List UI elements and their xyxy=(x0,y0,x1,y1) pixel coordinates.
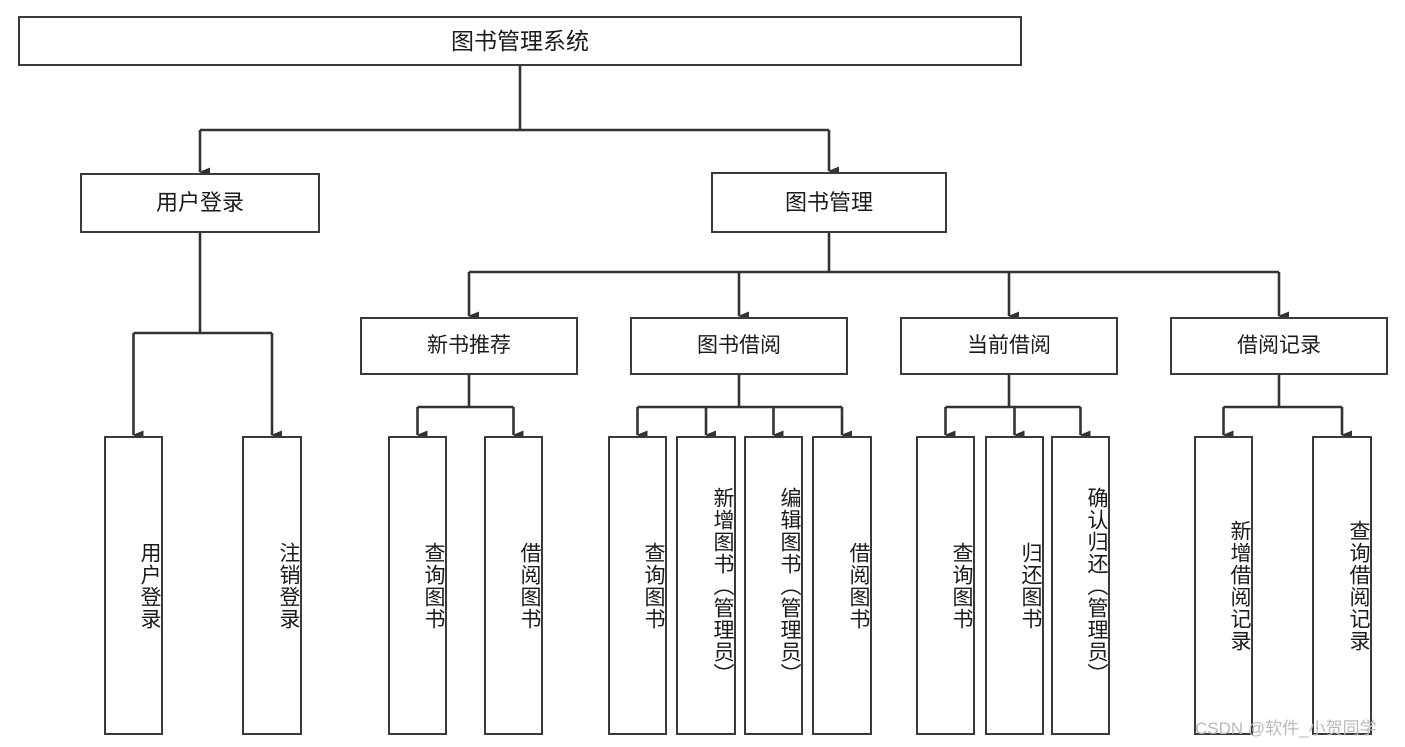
node-new-book-rec-label: 新书推荐 xyxy=(427,333,511,357)
node-leaf-query-book-1-label: 查询图书 xyxy=(422,541,445,630)
node-leaf-borrow-book-1[interactable]: 借阅图书 xyxy=(484,436,543,735)
node-user-login[interactable]: 用户登录 xyxy=(80,173,320,233)
node-book-borrow-label: 图书借阅 xyxy=(697,333,781,357)
node-leaf-return-book[interactable]: 归还图书 xyxy=(985,436,1044,735)
node-current-borrow-label: 当前借阅 xyxy=(967,333,1051,357)
node-borrow-record-label: 借阅记录 xyxy=(1237,333,1321,357)
node-book-borrow[interactable]: 图书借阅 xyxy=(630,317,848,375)
node-leaf-add-record-label: 新增借阅记录 xyxy=(1228,519,1251,652)
node-user-login-label: 用户登录 xyxy=(155,190,244,216)
node-leaf-edit-book[interactable]: 编辑图书（管理员） xyxy=(744,436,803,735)
node-leaf-add-book-label: 新增图书（管理员） xyxy=(711,486,734,685)
node-leaf-add-book[interactable]: 新增图书（管理员） xyxy=(676,436,736,735)
node-leaf-query-book-2-label: 查询图书 xyxy=(642,541,665,630)
node-leaf-borrow-book-2[interactable]: 借阅图书 xyxy=(812,436,872,735)
node-book-manage-label: 图书管理 xyxy=(784,189,873,215)
node-leaf-confirm-return[interactable]: 确认归还（管理员） xyxy=(1051,436,1110,735)
node-leaf-query-book-3-label: 查询图书 xyxy=(950,541,973,630)
node-root-label: 图书管理系统 xyxy=(451,27,589,54)
node-root[interactable]: 图书管理系统 xyxy=(18,16,1022,66)
node-leaf-logout[interactable]: 注销登录 xyxy=(242,436,302,735)
node-leaf-borrow-book-2-label: 借阅图书 xyxy=(847,541,870,630)
node-leaf-confirm-return-label: 确认归还（管理员） xyxy=(1085,486,1108,685)
node-leaf-query-book-3[interactable]: 查询图书 xyxy=(916,436,975,735)
node-leaf-user-login[interactable]: 用户登录 xyxy=(104,436,163,735)
node-leaf-edit-book-label: 编辑图书（管理员） xyxy=(778,486,801,685)
node-leaf-add-record[interactable]: 新增借阅记录 xyxy=(1194,436,1253,735)
node-borrow-record[interactable]: 借阅记录 xyxy=(1170,317,1388,375)
node-leaf-query-record-label: 查询借阅记录 xyxy=(1347,519,1370,652)
node-leaf-user-login-label: 用户登录 xyxy=(138,541,161,630)
csdn-watermark: CSDN @软件_小贺同学 xyxy=(1195,719,1377,738)
node-leaf-return-book-label: 归还图书 xyxy=(1019,541,1042,630)
node-leaf-query-book-1[interactable]: 查询图书 xyxy=(388,436,447,735)
node-current-borrow[interactable]: 当前借阅 xyxy=(900,317,1118,375)
node-new-book-rec[interactable]: 新书推荐 xyxy=(360,317,578,375)
node-leaf-logout-label: 注销登录 xyxy=(277,541,300,630)
node-leaf-borrow-book-1-label: 借阅图书 xyxy=(518,541,541,630)
node-book-manage[interactable]: 图书管理 xyxy=(711,172,947,233)
node-leaf-query-book-2[interactable]: 查询图书 xyxy=(608,436,667,735)
node-leaf-query-record[interactable]: 查询借阅记录 xyxy=(1312,436,1372,735)
